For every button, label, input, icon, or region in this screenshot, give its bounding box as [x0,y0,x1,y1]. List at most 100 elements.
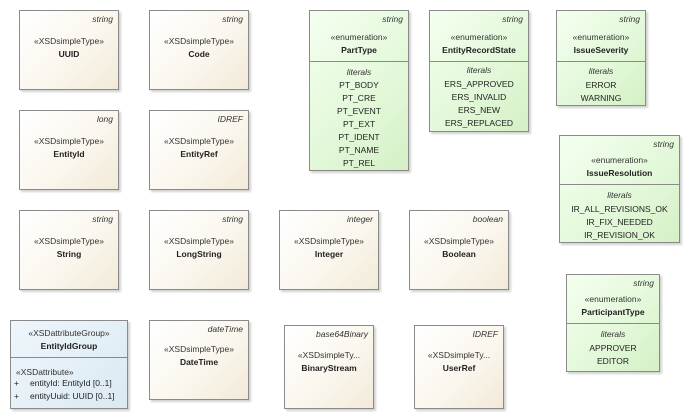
stereotype-label: «enumeration» [584,294,642,304]
class-name: UserRef [442,363,476,373]
entityid-box[interactable]: long «XSDsimpleType» EntityId [19,110,119,190]
literal: APPROVER [589,343,637,353]
literal-list: IR_ALL_REVISIONS_OK IR_FIX_NEEDED IR_REV… [560,203,679,242]
type-tag: base64Binary [316,329,368,339]
literal: ERROR [585,80,617,90]
boolean-box[interactable]: boolean «XSDsimpleType» Boolean [409,210,509,290]
class-name: EntityIdGroup [40,341,98,351]
literals-label: literals [466,65,492,75]
divider [11,357,127,358]
literal: WARNING [580,93,622,103]
class-name: Code [188,49,210,59]
integer-box[interactable]: integer «XSDsimpleType» Integer [279,210,379,290]
divider [310,61,408,62]
class-name: String [56,249,82,259]
stereotype-label: «enumeration» [330,32,388,42]
code-box[interactable]: string «XSDsimpleType» Code [149,10,249,90]
literal: IR_FIX_NEEDED [586,217,653,227]
type-tag: integer [347,214,373,224]
attribute-row: + entityId: EntityId [0..1] [14,377,125,390]
divider [430,61,528,62]
attribute-text: entityId: EntityId [0..1] [30,378,112,388]
literal: ERS_INVALID [451,92,507,102]
type-tag: string [92,214,113,224]
class-name: DateTime [179,357,219,367]
attribute-text: entityUuid: UUID [0..1] [30,391,115,401]
divider [557,61,645,62]
literal: PT_BODY [339,80,379,90]
type-tag: long [96,114,113,124]
type-tag: string [382,14,403,24]
class-name: EntityRecordState [442,45,516,55]
stereotype-label: «enumeration» [450,32,508,42]
type-tag: string [92,14,113,24]
stereotype-label: «XSDsimpleTy... [427,350,491,360]
literal-list: ERS_APPROVED ERS_INVALID ERS_NEW ERS_REP… [430,78,528,130]
type-tag: dateTime [207,324,243,334]
literal: ERS_APPROVED [444,79,514,89]
attribute-stereotype: «XSDattribute» [16,367,74,377]
literal: IR_ALL_REVISIONS_OK [571,204,668,214]
literals-label: literals [600,329,626,339]
stereotype-label: «XSDsimpleType» [164,36,234,46]
attribute-row: + entityUuid: UUID [0..1] [14,390,125,403]
type-tag: string [502,14,523,24]
literal-list: ERROR WARNING [557,79,645,105]
public-visibility-icon: + [14,378,19,388]
class-name: BinaryStream [301,363,357,373]
literal: ERS_NEW [457,105,501,115]
datetime-box[interactable]: dateTime «XSDsimpleType» DateTime [149,320,249,400]
string-box[interactable]: string «XSDsimpleType» String [19,210,119,290]
class-name: LongString [176,249,222,259]
literal: PT_CRE [342,93,376,103]
literal: ERS_REPLACED [444,118,514,128]
type-tag: IDREF [217,114,244,124]
type-tag: string [633,278,654,288]
literal-list: PT_BODY PT_CRE PT_EVENT PT_EXT PT_IDENT … [310,79,408,170]
stereotype-label: «XSDsimpleTy... [297,350,361,360]
issueseverity-box[interactable]: string «enumeration» IssueSeverity liter… [556,10,646,106]
uuid-box[interactable]: string «XSDsimpleType» UUID [19,10,119,90]
stereotype-label: «enumeration» [572,32,630,42]
parttype-box[interactable]: string «enumeration» PartType literals P… [309,10,409,171]
stereotype-label: «XSDsimpleType» [294,236,364,246]
class-name: UUID [58,49,80,59]
literal-list: APPROVER EDITOR [567,342,659,368]
class-name: Boolean [442,249,476,259]
entityidgroup-box[interactable]: «XSDattributeGroup» EntityIdGroup «XSDat… [10,320,128,409]
stereotype-label: «XSDsimpleType» [164,136,234,146]
entityrecordstate-box[interactable]: string «enumeration» EntityRecordState l… [429,10,529,132]
class-name: EntityId [53,149,85,159]
type-tag: string [619,14,640,24]
binarystream-box[interactable]: base64Binary «XSDsimpleTy... BinaryStrea… [284,325,374,409]
entityref-box[interactable]: IDREF «XSDsimpleType» EntityRef [149,110,249,190]
stereotype-label: «XSDsimpleType» [34,236,104,246]
attribute-list: + entityId: EntityId [0..1] + entityUuid: … [14,377,125,403]
stereotype-label: «XSDattributeGroup» [28,328,110,338]
literal: IR_REVISION_OK [584,230,655,240]
literals-label: literals [588,66,614,76]
participanttype-box[interactable]: string «enumeration» ParticipantType lit… [566,274,660,372]
class-name: EntityRef [180,149,218,159]
userref-box[interactable]: IDREF «XSDsimpleTy... UserRef [414,325,504,409]
divider [560,184,679,185]
stereotype-label: «XSDsimpleType» [424,236,494,246]
stereotype-label: «enumeration» [591,155,648,165]
literal: PT_REL [342,158,376,168]
type-tag: boolean [472,214,503,224]
stereotype-label: «XSDsimpleType» [34,36,104,46]
literal: PT_EXT [342,119,376,129]
type-tag: string [222,14,243,24]
class-name: IssueResolution [586,168,653,178]
stereotype-label: «XSDsimpleType» [164,236,234,246]
type-tag: string [222,214,243,224]
stereotype-label: «XSDsimpleType» [34,136,104,146]
longstring-box[interactable]: string «XSDsimpleType» LongString [149,210,249,290]
class-name: IssueSeverity [573,45,629,55]
class-name: Integer [314,249,344,259]
literals-label: literals [346,67,372,77]
issueresolution-box[interactable]: string «enumeration» IssueResolution lit… [559,135,680,243]
literal: PT_IDENT [338,132,380,142]
public-visibility-icon: + [14,391,19,401]
literal: PT_EVENT [337,106,381,116]
